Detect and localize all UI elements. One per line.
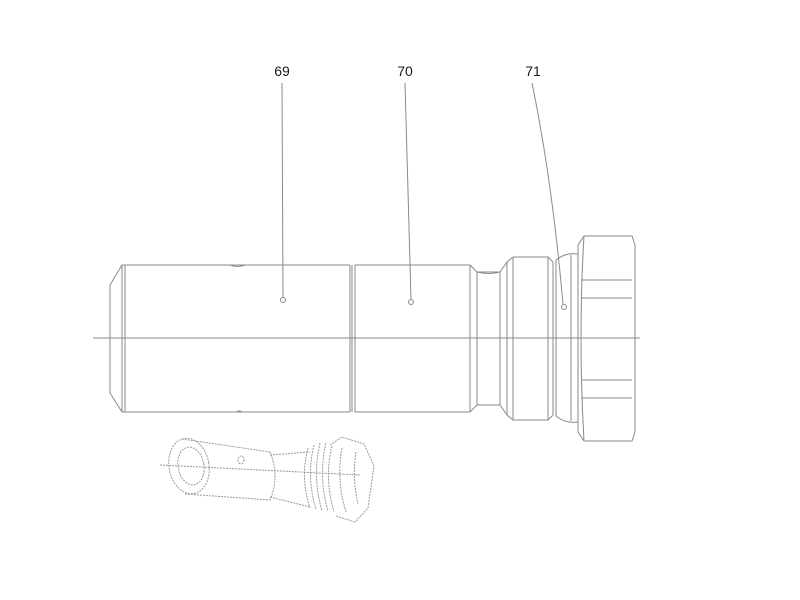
leader-69 <box>281 82 284 298</box>
leader-70 <box>404 82 412 300</box>
part-70-shaft <box>354 256 554 421</box>
leader-71 <box>531 82 564 305</box>
callout-label-69: 69 <box>274 63 290 79</box>
callout-label-71: 71 <box>525 63 541 79</box>
leader-71-dot <box>561 304 567 310</box>
callout-label-70: 70 <box>397 63 413 79</box>
hex-nut <box>577 235 636 442</box>
part-69-shaft <box>109 264 353 413</box>
isometric-assembly-view <box>159 436 375 523</box>
leader-70-dot <box>408 299 414 305</box>
leader-69-dot <box>280 297 286 303</box>
